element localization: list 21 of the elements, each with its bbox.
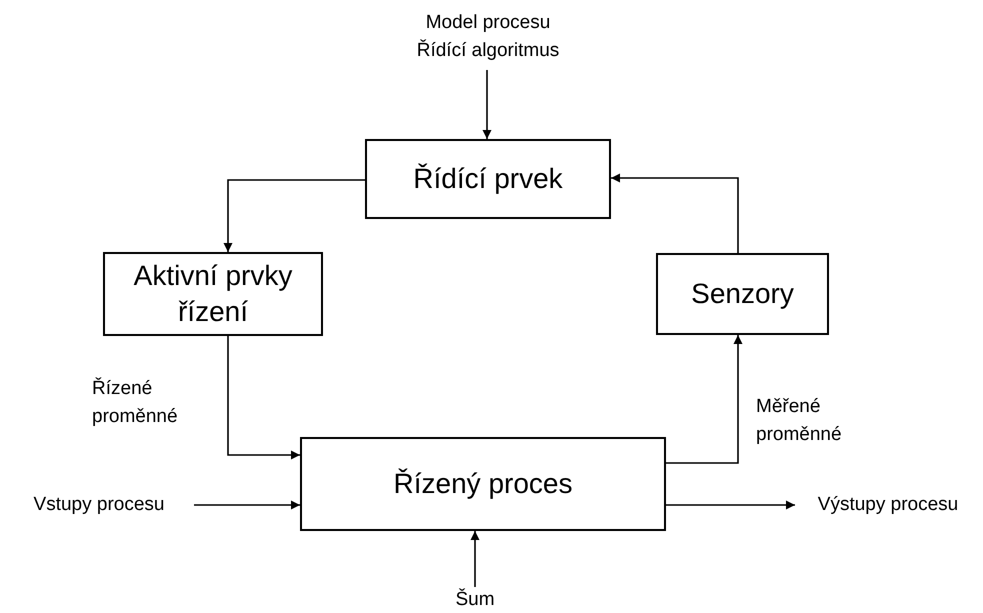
text-label: Řídící algoritmus: [416, 38, 560, 63]
box-label: Řízený proces: [394, 466, 572, 501]
box-label: Senzory: [691, 276, 794, 311]
arrow: [224, 179, 365, 252]
process-box: [365, 139, 611, 219]
box-label: Řídící prvek: [413, 162, 563, 196]
process-box: [300, 437, 666, 531]
arrow: [611, 174, 739, 253]
process-box: [103, 252, 323, 336]
text-label: Šum: [455, 587, 495, 612]
box-label: Aktivní prvky řízení: [132, 258, 294, 329]
arrow: [666, 500, 795, 510]
text-label: Výstupy procesu: [818, 493, 958, 518]
text-label: Vstupy procesu: [34, 493, 164, 518]
arrow: [666, 335, 742, 464]
arrow: [194, 500, 300, 510]
process-box: [656, 253, 829, 335]
arrow: [227, 336, 300, 460]
arrow: [482, 70, 492, 139]
text-label: Model procesu: [426, 11, 550, 36]
arrow: [470, 531, 480, 587]
